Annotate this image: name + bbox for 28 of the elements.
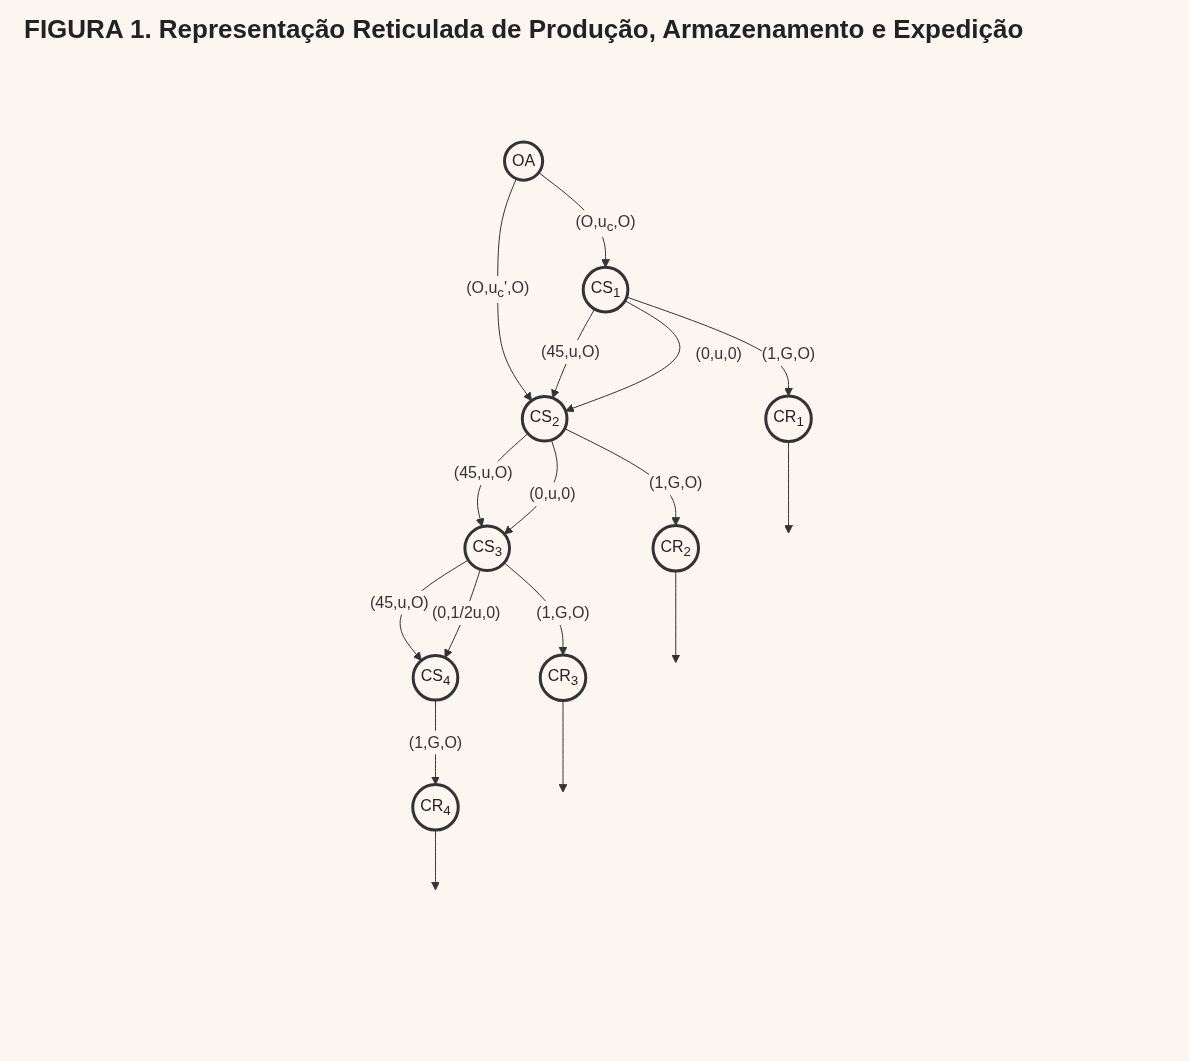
edge-label: (0,u,0) (529, 485, 576, 503)
edge-label: (0,1/2u,0) (432, 603, 501, 621)
arrow (565, 300, 681, 413)
edge-label: (45,u,O) (541, 342, 601, 360)
arrow (431, 829, 441, 891)
edge-label: (0,u,0) (695, 344, 743, 362)
edge-label: (1,G,O) (536, 603, 590, 621)
arrow (671, 570, 681, 664)
edge-label: (45,u,O) (454, 464, 513, 482)
arrow (558, 700, 568, 793)
arrow (497, 178, 533, 401)
edge-label: (1,G,O) (409, 733, 463, 751)
edge-label: (1,G,O) (762, 344, 816, 362)
edge-label: (45,u,O) (370, 593, 429, 611)
node-circle: CS$_{3}$ (463, 524, 512, 573)
node-circle: CR$_{2}$ (651, 523, 701, 573)
edge-label: (O,u$_{c}$',O) (466, 278, 530, 301)
node-circle: CR$_{3}$ (538, 653, 588, 702)
node-circle: CS$_{4}$ (411, 653, 460, 702)
node-circle: CS$_{2}$ (521, 394, 569, 443)
edge-label: (1,G,O) (649, 474, 703, 492)
node-circle: CR$_{4}$ (411, 783, 460, 832)
node-circle: CR$_{1}$ (764, 394, 814, 443)
figure-title: FIGURA 1. Representação Reticulada de Produção, Armazenamento e Expedição (23, 13, 1025, 46)
edge-label: (O,u$_{c}$,O) (575, 213, 636, 235)
node-circle: CS$_{1}$ (581, 265, 630, 314)
node-circle: OA (503, 140, 545, 182)
arrow (626, 296, 794, 397)
